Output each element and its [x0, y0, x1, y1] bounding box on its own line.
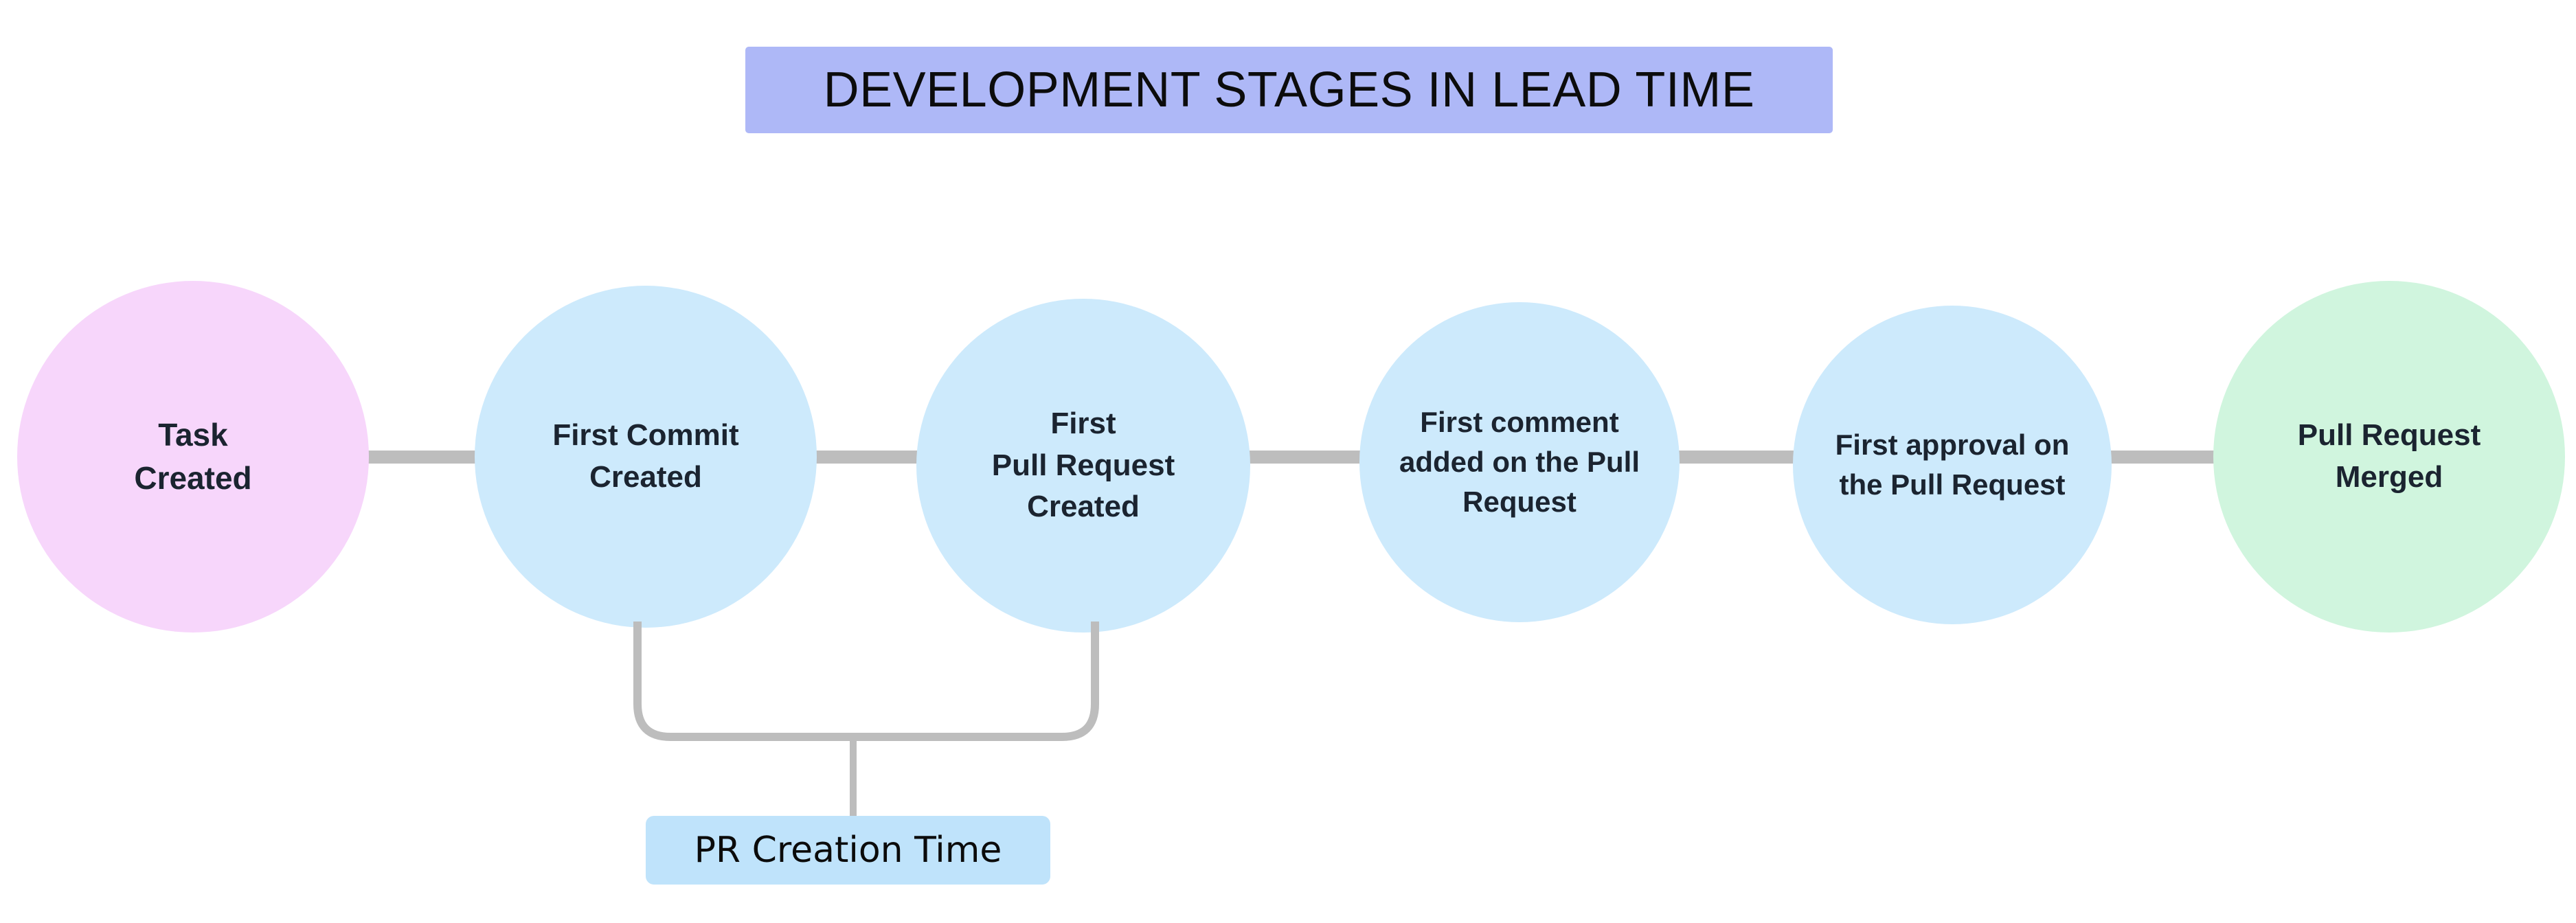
link-comment-to-approval — [1678, 451, 1795, 464]
pr-creation-time-bracket — [633, 622, 1099, 741]
pr-creation-time-stem — [850, 736, 857, 817]
diagram-title-banner: DEVELOPMENT STAGES IN LEAD TIME — [745, 47, 1833, 133]
node-pull-request-merged[interactable]: Pull Request Merged — [2213, 281, 2565, 633]
node-task-created[interactable]: Task Created — [17, 281, 369, 633]
node-first-pull-request-created-label: First Pull Request Created — [991, 406, 1175, 524]
link-pr-to-comment — [1249, 451, 1361, 464]
node-first-approval-on-pull-request[interactable]: First approval on the Pull Request — [1793, 306, 2112, 624]
annotation-pr-creation-time[interactable]: PR Creation Time — [646, 816, 1050, 885]
link-commit-to-pr — [815, 451, 917, 464]
node-first-comment-on-pull-request-label: First comment added on the Pull Request — [1399, 406, 1640, 518]
node-first-approval-on-pull-request-label: First approval on the Pull Request — [1835, 429, 2070, 501]
link-approval-to-merged — [2110, 451, 2215, 464]
node-task-created-label: Task Created — [134, 416, 252, 496]
node-first-comment-on-pull-request[interactable]: First comment added on the Pull Request — [1359, 302, 1680, 622]
node-pull-request-merged-label: Pull Request Merged — [2297, 418, 2481, 494]
node-first-commit-created-label: First Commit Created — [552, 418, 739, 494]
annotation-pr-creation-time-label: PR Creation Time — [694, 830, 1002, 871]
link-task-to-commit — [368, 451, 476, 464]
node-first-commit-created[interactable]: First Commit Created — [475, 286, 817, 628]
page-title: DEVELOPMENT STAGES IN LEAD TIME — [823, 62, 1755, 117]
node-first-pull-request-created[interactable]: First Pull Request Created — [916, 299, 1250, 633]
